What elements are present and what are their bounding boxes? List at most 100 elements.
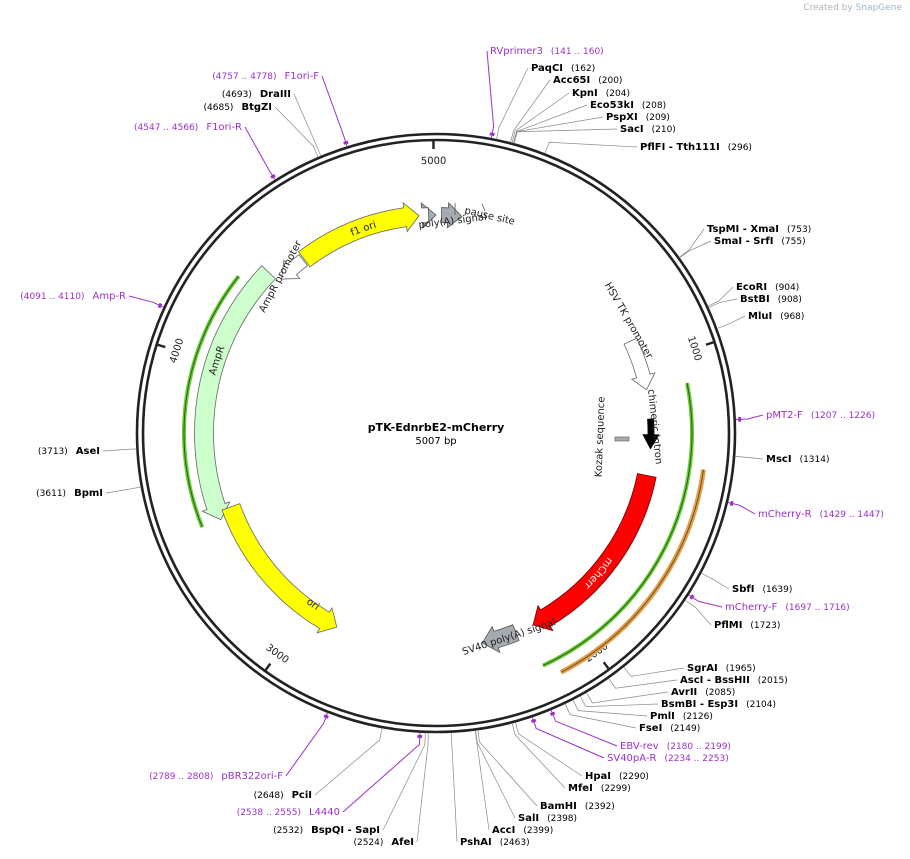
site-paqci[interactable]: PaqCI(162) (496, 63, 596, 140)
site-smai-srfi[interactable]: SmaI - SrfI(755) (679, 236, 806, 259)
site-position: (2104) (746, 700, 776, 710)
site-ecori[interactable]: EcoRI(904) (707, 282, 799, 307)
site-name: SbfI (732, 584, 754, 595)
tick-mark-2000 (602, 661, 611, 671)
site-leader-f1ori-r (244, 126, 276, 181)
site-label-pshai: PshAI(2463) (460, 837, 530, 848)
site-position: (1965) (726, 664, 756, 674)
site-pshai[interactable]: PshAI(2463) (450, 732, 530, 848)
site-name: HpaI (585, 771, 611, 782)
site-position: (2085) (705, 688, 735, 698)
site-f1ori-r[interactable]: (4547 .. 4566)F1ori-R (134, 122, 276, 181)
site-bpmi[interactable]: (3611)BpmI (36, 486, 141, 499)
site-mcherry-f[interactable]: mCherry-F(1697 .. 1716) (688, 594, 850, 613)
primer-mark-sv40pa-r (530, 718, 537, 724)
site-position: (2290) (619, 772, 649, 782)
site-leader-sv40pa-r (531, 716, 605, 759)
site-name: PshAI (460, 837, 492, 848)
site-name: AccI (492, 825, 515, 836)
site-tspmi-xmai[interactable]: TspMI - XmaI(753) (678, 224, 811, 258)
site-f1ori-f[interactable]: (4757 .. 4778)F1ori-F (212, 71, 349, 147)
site-position: (2648) (254, 791, 284, 801)
site-asei[interactable]: (3713)AseI (38, 446, 137, 457)
site-pflmi[interactable]: PflMI(1723) (684, 599, 780, 631)
site-bstbi[interactable]: BstBI(908) (708, 294, 802, 308)
site-label-hpai: HpaI (2290) (585, 771, 649, 782)
site-sgrai[interactable]: SgrAI(1965) (623, 663, 756, 677)
site-name: Amp-R (93, 291, 127, 302)
site-bsmbi-esp3i[interactable]: BsmBI - Esp3I (2104) (579, 695, 776, 710)
site-label-mcherry-f: mCherry-F(1697 .. 1716) (725, 602, 850, 613)
site-label-paqci: PaqCI(162) (531, 63, 595, 74)
site-leader-eco53ki (513, 104, 588, 144)
site-pflfi-tth111i[interactable]: PflFI - Tth111I(296) (544, 141, 752, 154)
site-draiii[interactable]: (4693)DraIII (222, 89, 322, 157)
site-amp-r[interactable]: (4091 .. 4110)Amp-R (20, 291, 164, 309)
site-avrii[interactable]: AvrII(2085) (586, 687, 735, 704)
site-acc65i[interactable]: Acc65I(200) (510, 75, 623, 143)
primer-mark-rvprimer3 (489, 132, 495, 137)
site-l4440[interactable]: (2538 .. 2555)L4440 (237, 732, 423, 818)
site-afei[interactable]: (2524)AfeI (353, 732, 429, 848)
site-pbr322ori-f[interactable]: (2789 .. 2808)pBR322ori-F (149, 712, 329, 782)
site-label-pbr322ori-f: (2789 .. 2808)pBR322ori-F (149, 771, 283, 782)
site-ebv-rev[interactable]: EBV-rev(2180 .. 2199) (549, 709, 731, 752)
site-name: SacI (620, 124, 644, 135)
site-position: (753) (787, 225, 811, 235)
site-position: (208) (642, 101, 666, 111)
site-pspxi[interactable]: PspXI(209) (513, 112, 670, 144)
site-sali[interactable]: SalI(2398) (475, 730, 577, 824)
site-hpai[interactable]: HpaI (2290) (515, 722, 649, 782)
site-label-f1ori-r: (4547 .. 4566)F1ori-R (134, 122, 242, 133)
site-pmt2-f[interactable]: pMT2-F(1207 .. 1226) (735, 410, 875, 422)
site-rvprimer3[interactable]: RVprimer3(141 .. 160) (486, 46, 604, 139)
feature-sv40-polya (481, 624, 520, 654)
site-pmli[interactable]: PmlI(2126) (572, 699, 713, 722)
site-saci[interactable]: SacI(210) (513, 124, 676, 144)
site-position: (1207 .. 1226) (811, 411, 875, 421)
site-name: BsmBI - Esp3I (661, 699, 738, 710)
site-position: (1697 .. 1716) (785, 603, 849, 613)
tick-label-5000: 5000 (421, 156, 447, 167)
site-leader-msci (735, 456, 764, 460)
site-label-fsei: FseI(2149) (639, 723, 700, 734)
hsv-region-gene-line (542, 382, 694, 668)
site-label-rvprimer3: RVprimer3(141 .. 160) (490, 46, 604, 57)
site-position: (2538 .. 2555) (237, 808, 301, 818)
ampr-gene-line-core (183, 275, 240, 528)
site-asci-bsshii[interactable]: AscI - BssHII(2015) (608, 675, 788, 689)
site-bspqi-sapi[interactable]: (2532)BspQI - SapI (273, 732, 426, 836)
site-label-btgzi: (4685)BtgZI (204, 102, 272, 113)
site-position: (2392) (585, 802, 615, 812)
site-label-bsmbi-esp3i: BsmBI - Esp3I (2104) (661, 699, 776, 710)
site-position: (904) (775, 283, 799, 293)
site-leader-ecori (707, 286, 734, 307)
site-acci[interactable]: AccI(2399) (474, 730, 553, 836)
site-kpni[interactable]: KpnI(204) (511, 88, 630, 143)
feature-ampr (194, 265, 277, 521)
site-mcherry-r[interactable]: mCherry-R(1429 .. 1447) (727, 500, 884, 520)
site-label-draiii: (4693)DraIII (222, 89, 291, 100)
site-btgzi[interactable]: (4685)BtgZI (204, 102, 319, 158)
site-name: MluI (748, 311, 772, 322)
site-mlui[interactable]: MluI(968) (717, 311, 804, 329)
site-leader-sgrai (623, 666, 685, 677)
site-mfei[interactable]: MfeI(2299) (511, 723, 631, 794)
site-fsei[interactable]: FseI(2149) (564, 703, 700, 734)
site-leader-mlui (717, 315, 746, 329)
site-leader-fsei (564, 703, 637, 729)
site-label-pspxi: PspXI(209) (606, 112, 670, 123)
tick-label-1000: 1000 (685, 335, 703, 363)
site-bamhi[interactable]: BamHI(2392) (477, 730, 615, 812)
site-name: BtgZI (241, 102, 272, 113)
site-sbfi[interactable]: SbfI(1639) (701, 572, 792, 595)
feature-label-sv40-polya: SV40 poly(A) signal (461, 617, 557, 658)
site-pcii[interactable]: (2648)PciI (254, 728, 383, 801)
site-sv40pa-r[interactable]: SV40pA-R(2234 .. 2253) (530, 716, 729, 764)
site-label-bstbi: BstBI(908) (740, 294, 802, 305)
tick-label-3000: 3000 (263, 642, 290, 666)
site-label-mcherry-r: mCherry-R(1429 .. 1447) (758, 509, 884, 520)
site-eco53ki[interactable]: Eco53kI(208) (513, 100, 666, 144)
site-msci[interactable]: MscI(1314) (735, 454, 830, 465)
site-leader-saci (513, 128, 618, 144)
